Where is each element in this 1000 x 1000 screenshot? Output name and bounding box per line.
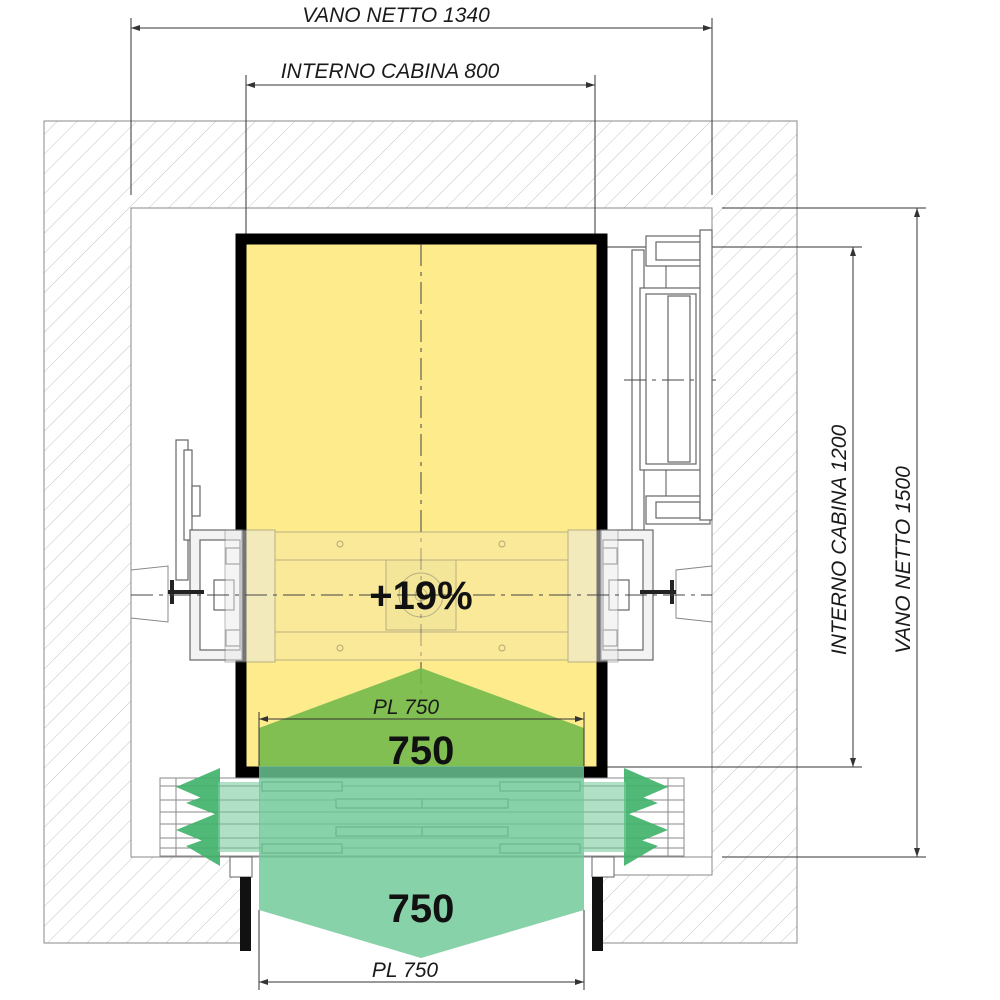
door-arrows-right — [584, 768, 668, 866]
pl-bottom-label: PL 750 — [372, 959, 438, 982]
dimension-shaft-depth: VANO NETTO 1500 — [722, 207, 926, 858]
door-clearance-top — [259, 668, 584, 766]
landing-jambs — [229, 856, 615, 951]
shaft-width-label: VANO NETTO 1340 — [302, 4, 490, 27]
cabin-width-label: INTERNO CABINA 800 — [281, 60, 500, 83]
dimension-pl-bottom: PL 750 — [258, 910, 585, 990]
dimension-pl-top: PL 750 — [258, 696, 585, 766]
dimension-cabin-width: INTERNO CABINA 800 — [245, 60, 596, 234]
door-width-bottom: 750 — [388, 887, 455, 931]
dimension-cabin-depth: INTERNO CABINA 1200 — [603, 246, 862, 768]
door-arrows-left — [176, 768, 260, 866]
door-width-top: 750 — [388, 729, 455, 773]
counterweight-assembly — [624, 229, 716, 541]
door-clearance-bottom — [259, 766, 584, 958]
cabin-depth-label: INTERNO CABINA 1200 — [828, 425, 851, 656]
shaft-depth-label: VANO NETTO 1500 — [892, 466, 915, 654]
capacity-increase-percent: +19% — [369, 574, 472, 618]
cabin-sling — [224, 529, 619, 663]
dimension-shaft-width: VANO NETTO 1340 — [130, 4, 713, 195]
pl-top-label: PL 750 — [373, 696, 439, 719]
